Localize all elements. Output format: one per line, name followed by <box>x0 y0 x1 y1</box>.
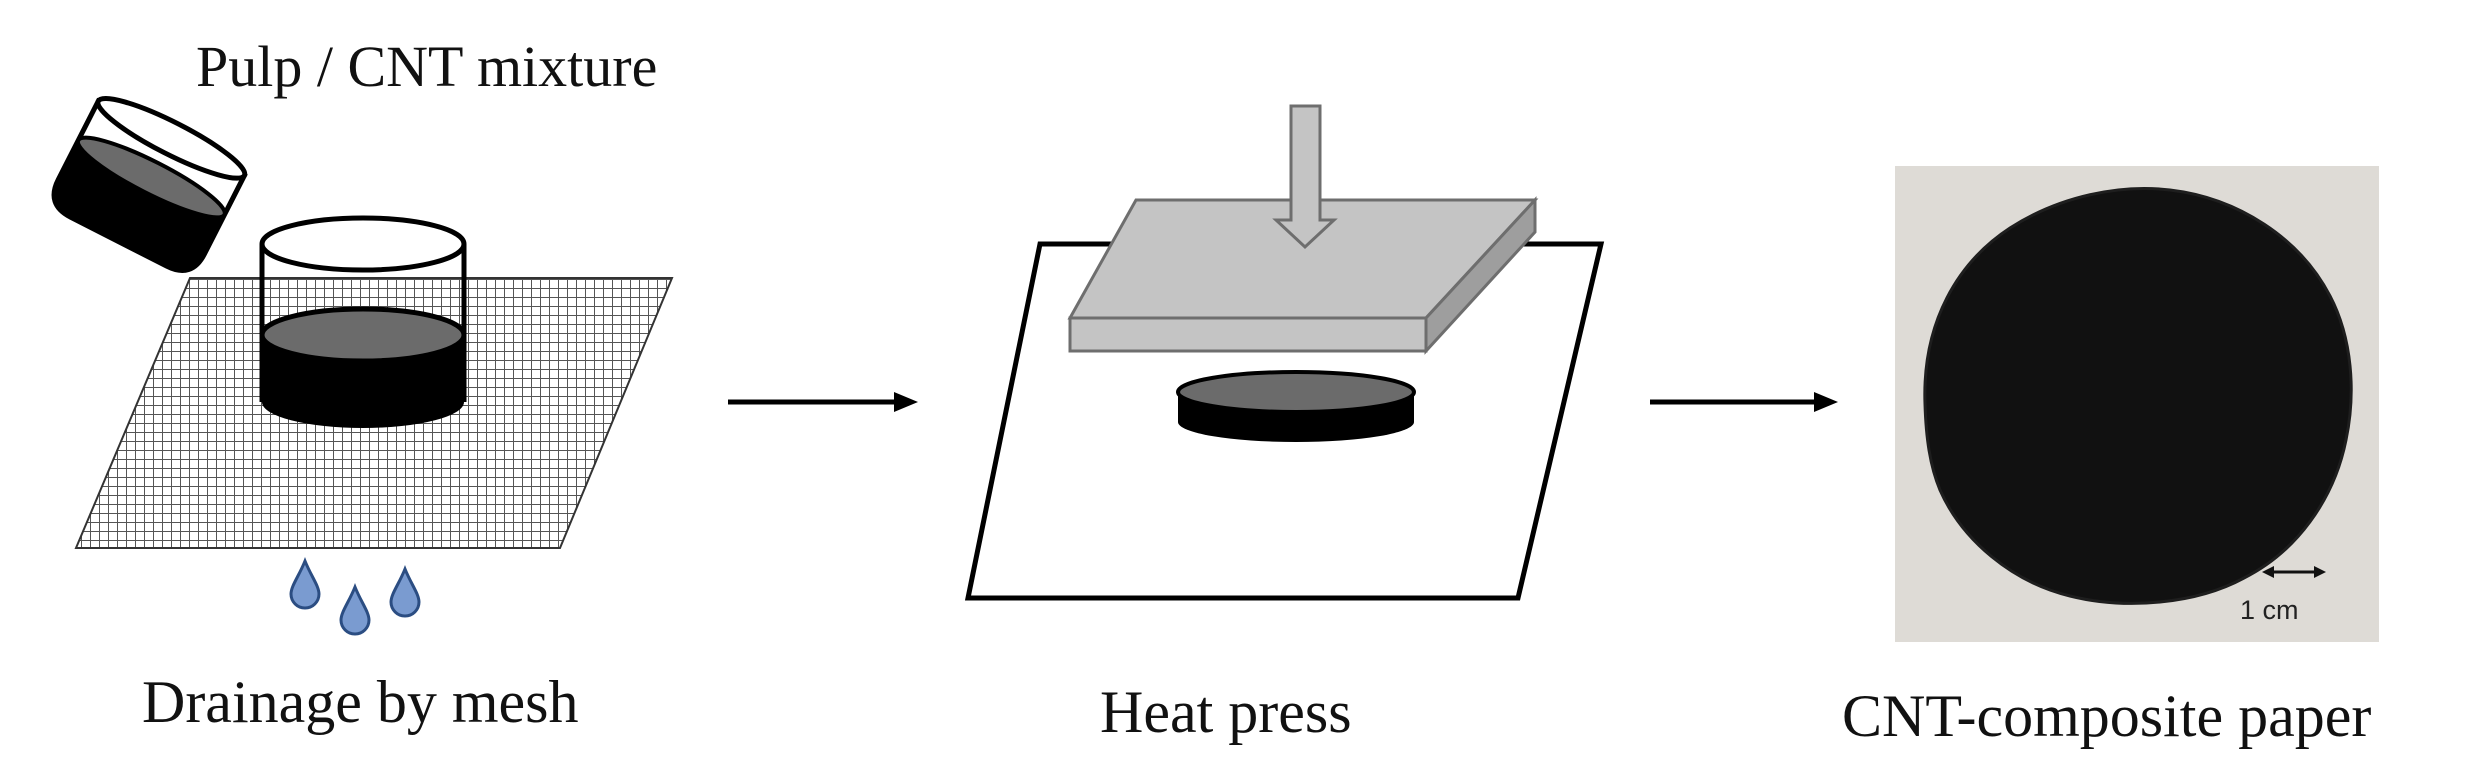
cylinder-mold-icon <box>259 215 467 428</box>
beaker-icon <box>51 95 248 273</box>
product-caption: CNT-composite paper <box>1842 683 2372 749</box>
drainage-caption: Drainage by mesh <box>142 669 579 735</box>
water-drop-icon <box>289 556 421 636</box>
press-plate-icon <box>1067 196 1539 355</box>
press-arrow-icon <box>1272 104 1338 250</box>
product-photo <box>1895 166 2379 642</box>
process-arrow-icon <box>728 392 918 412</box>
pressed-disk-icon <box>1176 370 1416 442</box>
scale-bar-label: 1 cm <box>2240 595 2299 625</box>
heat-press-caption: Heat press <box>1100 679 1352 745</box>
process-arrow-icon <box>1650 392 1838 412</box>
scale-bar-icon <box>2262 566 2326 578</box>
mixture-label: Pulp / CNT mixture <box>196 34 658 99</box>
